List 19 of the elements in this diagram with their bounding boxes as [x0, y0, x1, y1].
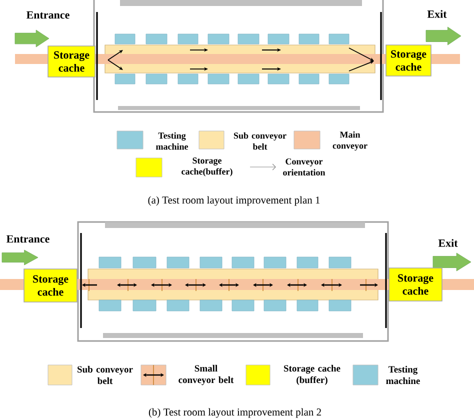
legend-label: Small conveyor belt	[178, 364, 234, 386]
legend-label: Sub conveyor belt	[78, 366, 133, 384]
storage-cache-box: Storage cache	[386, 44, 432, 76]
legend-label: Sub conveyor belt	[234, 132, 286, 150]
caption: (b) Test room layout improvement plan 2	[148, 408, 321, 418]
legend-label: Testing machine	[386, 366, 420, 384]
storage-cache-box: Storage cache	[24, 268, 78, 302]
legend-label: Storage cache (buffer)	[284, 364, 340, 386]
exit-label: Exit	[438, 239, 458, 247]
entrance-label: Entrance	[6, 235, 50, 243]
legend-label: Storage cache(buffer)	[182, 158, 232, 176]
legend-label: Conveyor orientation	[283, 158, 326, 176]
legend-label: Main conveyor	[332, 131, 368, 151]
exit-label: Exit	[427, 10, 447, 18]
storage-cache-box: Storage cache	[388, 268, 442, 302]
storage-cache-box: Storage cache	[48, 46, 96, 78]
legend-label: Testing machine	[156, 132, 188, 150]
entrance-label: Entrance	[26, 11, 70, 19]
caption: (a) Test room layout improvement plan 1	[148, 196, 320, 206]
